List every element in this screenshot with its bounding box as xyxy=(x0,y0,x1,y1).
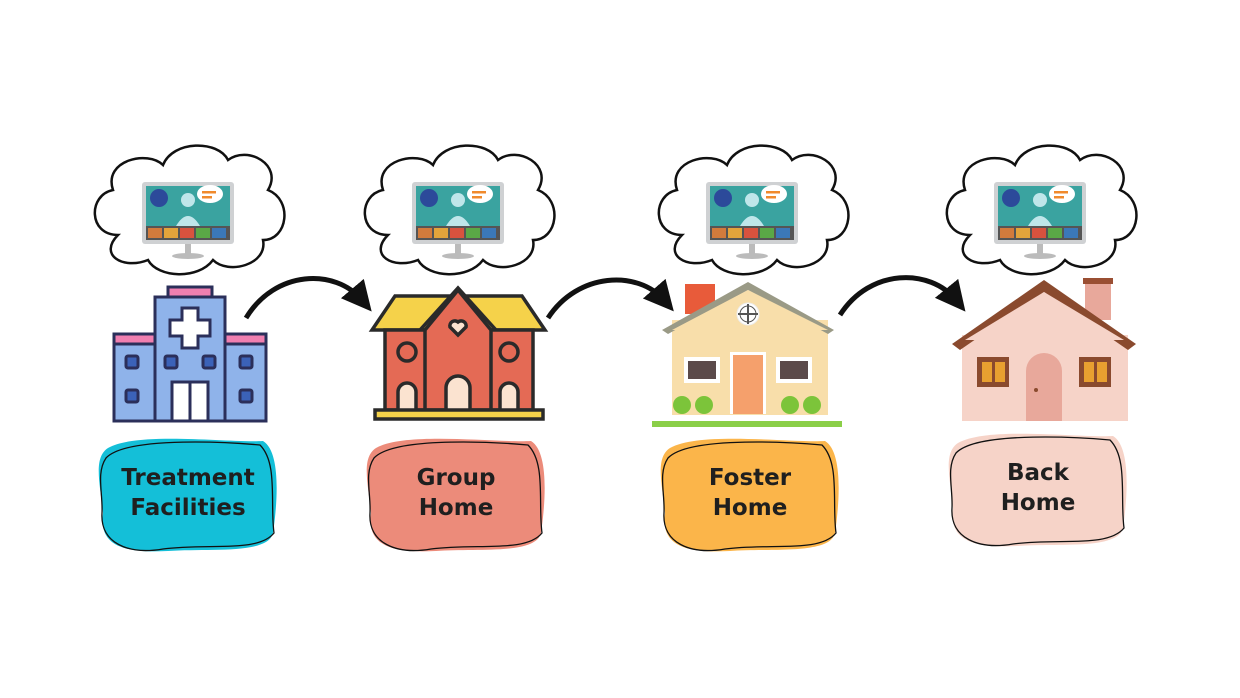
foster-home-icon xyxy=(652,282,842,427)
thought-cloud-video-call-icon xyxy=(657,144,850,276)
stage-label-line1: Group xyxy=(416,465,496,491)
stage-label-line1: Back xyxy=(1007,460,1069,486)
arrow-3-icon xyxy=(837,275,966,317)
group-home-icon xyxy=(368,285,549,421)
thought-cloud-video-call-icon xyxy=(93,144,286,276)
thought-cloud-video-call-icon xyxy=(945,144,1138,276)
arrow-2-icon xyxy=(545,277,674,320)
house-icon xyxy=(952,278,1136,421)
stage-label-line1: Foster xyxy=(708,465,792,491)
stage-label-line2: Facilities xyxy=(130,495,246,521)
stage-label-line2: Home xyxy=(418,495,494,521)
thought-cloud-video-call-icon xyxy=(363,144,556,276)
stage-label-line2: Home xyxy=(712,495,788,521)
stage-label-line1: Treatment xyxy=(121,465,255,491)
arrow-1-icon xyxy=(243,276,372,320)
stage-label-line2: Home xyxy=(1000,490,1076,516)
hospital-icon xyxy=(112,285,268,423)
